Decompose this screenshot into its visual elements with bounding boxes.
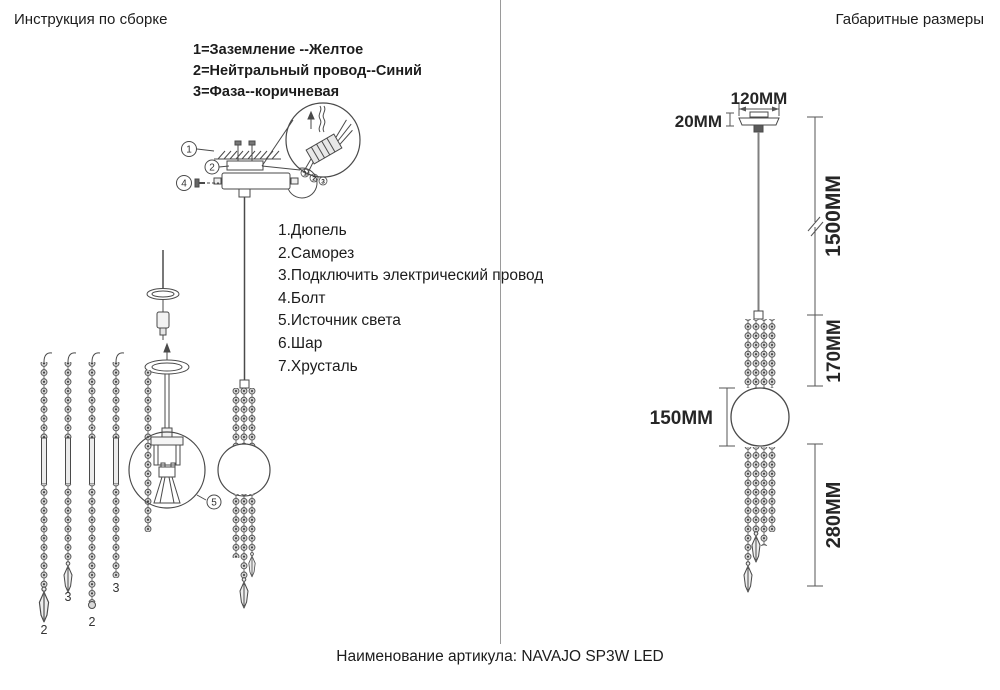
dim-label-cord-length: 1500MM bbox=[822, 175, 845, 257]
teardrop-icon bbox=[751, 531, 761, 563]
dim-label-canopy-height: 20MM bbox=[675, 112, 722, 131]
dim-label-upper-chain: 170MM bbox=[824, 319, 845, 382]
dim-label-ball-diameter: 150MM bbox=[650, 408, 713, 429]
part-item-3: 3.Подключить электрический провод bbox=[278, 267, 544, 285]
mounting-bracket bbox=[226, 160, 264, 171]
dim-label-canopy-width: 120MM bbox=[731, 89, 788, 108]
wiring-magnifier-circle: 1 2 3 bbox=[285, 102, 361, 186]
strand-label-4: 3 bbox=[113, 581, 120, 595]
part-item-2: 2.Саморез bbox=[278, 244, 355, 262]
callout-bolt: 4 bbox=[176, 175, 219, 191]
bead-strand bbox=[38, 352, 53, 623]
glass-ball bbox=[730, 387, 790, 447]
glass-ball bbox=[217, 443, 271, 497]
callout-screw-number: 2 bbox=[209, 163, 215, 174]
part-item-6: 6.Шар bbox=[278, 334, 323, 352]
mounting-screws bbox=[234, 140, 256, 161]
wire-color-legend: 1=Заземление --Желтое 2=Нейтральный пров… bbox=[193, 40, 422, 103]
callout-screw: 2 bbox=[204, 159, 230, 175]
dimensions-diagram: 120MM 20MM 1500MM 170MM bbox=[650, 89, 845, 593]
crystal-column-top bbox=[232, 388, 256, 446]
dimensioned-lamp-drawing bbox=[730, 111, 790, 593]
terminal-block-icon bbox=[302, 119, 353, 176]
wire-number-labels: 1 2 3 bbox=[300, 168, 328, 186]
part-item-7: 7.Хрусталь bbox=[278, 357, 358, 375]
dim-cord-length: 1500MM bbox=[807, 116, 845, 316]
canopy bbox=[738, 117, 780, 126]
dim-lower-chain: 280MM bbox=[807, 443, 845, 587]
callout-light-source-number: 5 bbox=[211, 498, 217, 509]
chain-strand bbox=[144, 370, 152, 532]
dim-label-lower-chain: 280MM bbox=[823, 482, 845, 549]
suspension-rod-part bbox=[146, 250, 180, 340]
teardrop-icon bbox=[743, 561, 753, 593]
left-section-title: Инструкция по сборке bbox=[14, 11, 168, 28]
callout-bolt-number: 4 bbox=[181, 179, 187, 190]
c-clip-icon bbox=[287, 167, 318, 199]
article-name: Наименование артикула: NAVAJO SP3W LED bbox=[336, 648, 664, 665]
canopy bbox=[221, 172, 291, 190]
callout-dowel-number: 1 bbox=[186, 145, 192, 156]
socket-magnifier-circle bbox=[128, 431, 206, 509]
strand-label-1: 2 bbox=[41, 623, 48, 637]
column-divider bbox=[500, 0, 501, 644]
crystal-column-bottom bbox=[744, 447, 776, 532]
strand-label-3: 2 bbox=[89, 615, 96, 629]
bolt-icon bbox=[194, 178, 200, 188]
bead-strand bbox=[63, 352, 77, 593]
bead-strand bbox=[88, 352, 101, 609]
teardrop-icon bbox=[239, 577, 249, 609]
dim-ball-diameter: 150MM bbox=[650, 387, 735, 447]
crystal-column-bottom bbox=[232, 494, 256, 544]
strand-label-2: 3 bbox=[65, 590, 72, 604]
wire-number-3: 3 bbox=[321, 179, 325, 186]
socket-assembly: 5 bbox=[128, 342, 222, 532]
wire-number-1: 1 bbox=[303, 171, 307, 178]
bead-strand bbox=[112, 352, 125, 578]
wire-number-2: 2 bbox=[312, 176, 316, 183]
callout-light-source: 5 bbox=[196, 494, 222, 510]
pendant-lamp-drawing bbox=[217, 197, 271, 609]
dim-canopy-height: 20MM bbox=[675, 112, 734, 131]
wire-legend-phase: 3=Фаза--коричневая bbox=[193, 84, 340, 100]
assembly-diagram: 1 2 4 bbox=[38, 102, 361, 637]
part-item-4: 4.Болт bbox=[278, 289, 326, 307]
lamp-socket-icon bbox=[150, 436, 184, 504]
wire-legend-neutral: 2=Нейтральный провод--Синий bbox=[193, 63, 422, 79]
teardrop-icon bbox=[63, 561, 73, 593]
ceiling-disc bbox=[144, 359, 190, 375]
right-section-title: Габаритные размеры bbox=[835, 11, 984, 28]
part-item-1: 1.Дюпель bbox=[278, 222, 347, 239]
parts-list: 1.Дюпель 2.Саморез 3.Подключить электрич… bbox=[278, 220, 543, 378]
wire-legend-ground: 1=Заземление --Желтое bbox=[193, 42, 364, 58]
part-item-5: 5.Источник света bbox=[278, 312, 401, 330]
ceiling-mount-detail: 1 2 4 bbox=[176, 119, 318, 199]
dim-canopy-width: 120MM bbox=[731, 89, 788, 116]
teardrop-icon bbox=[248, 552, 256, 578]
dim-upper-chain: 170MM bbox=[807, 315, 845, 387]
twisted-wires-icon bbox=[318, 105, 326, 133]
crystal-column-top bbox=[744, 319, 776, 388]
crystal-strands: 2 3 2 3 bbox=[38, 352, 125, 637]
callout-dowel: 1 bbox=[181, 141, 215, 157]
teardrop-icon bbox=[38, 586, 50, 623]
